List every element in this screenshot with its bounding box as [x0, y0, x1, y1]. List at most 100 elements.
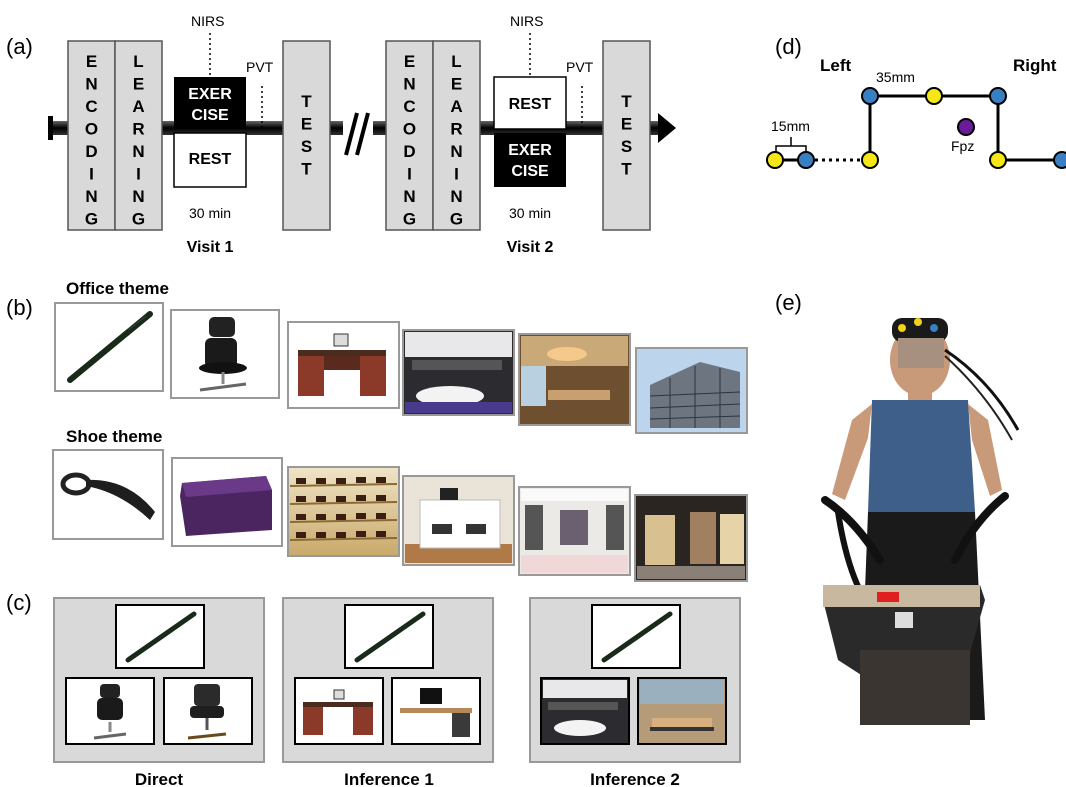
source-optode [989, 87, 1007, 105]
short-source-optode [797, 151, 815, 169]
condition-inference2-label: Inference 2 [590, 770, 680, 787]
learning-letter: A [132, 97, 144, 116]
detector-optode [925, 87, 943, 105]
encoding-letter: N [85, 75, 97, 94]
learning-letter: N [450, 187, 462, 206]
visit2-rest-label: REST [509, 96, 552, 113]
office-chair-image [170, 309, 280, 399]
visit2-pvt-label: PVT [566, 59, 594, 75]
learning-letter: E [133, 75, 144, 94]
learning-letter: R [450, 120, 462, 139]
visit1-pvt-label: PVT [246, 59, 274, 75]
office-openspace-image [402, 329, 515, 416]
encoding-letter: D [85, 142, 97, 161]
test-letter: S [301, 137, 312, 156]
visit1-rest-box: REST [173, 132, 247, 188]
short-detector-optode [766, 151, 784, 169]
encoding-letter: E [86, 52, 97, 71]
visit2-exercise-line2: CISE [511, 163, 549, 180]
learning-letter: I [136, 165, 141, 184]
test-letter: S [621, 137, 632, 156]
learning-letter: L [133, 52, 143, 71]
visit1-exercise-line2: CISE [191, 107, 229, 124]
visit2-duration: 30 min [509, 205, 551, 221]
shoe-store-front-image [634, 494, 748, 582]
encoding-letter: G [85, 210, 98, 229]
office-building-image [635, 347, 748, 434]
visit2-label: Visit 2 [507, 239, 554, 256]
source-optode [861, 87, 879, 105]
condition-direct-panel [53, 597, 265, 763]
condition-inference1-label: Inference 1 [344, 770, 434, 787]
detector-optode [861, 151, 879, 169]
encoding-letter: N [85, 187, 97, 206]
office-meeting-room-image [518, 333, 631, 426]
learning-letter: L [451, 52, 461, 71]
learning-letter: E [451, 75, 462, 94]
office-theme-title: Office theme [66, 279, 169, 298]
visit1-rest-label: REST [189, 151, 232, 168]
encoding-letter: N [403, 187, 415, 206]
detector-optode [989, 151, 1007, 169]
encoding-letter: E [404, 52, 415, 71]
encoding-letter: I [89, 165, 94, 184]
test-letter: T [621, 160, 632, 179]
office-desk-image [287, 321, 400, 409]
montage-right-label: Right [1013, 56, 1057, 75]
fpz-label: Fpz [951, 138, 974, 154]
visit2-rest-box: REST [493, 76, 567, 130]
shoe-shelves-image [287, 466, 400, 557]
source-optode [1053, 151, 1066, 169]
visit1-label: Visit 1 [187, 239, 234, 256]
montage-spacing-long: 35mm [876, 69, 915, 85]
visit1-nirs-label: NIRS [191, 13, 224, 29]
learning-letter: R [132, 120, 144, 139]
visit2-exercise-box: EXER CISE [494, 133, 566, 187]
test-letter: E [621, 115, 632, 134]
visit1-duration: 30 min [189, 205, 231, 221]
montage-left-label: Left [820, 56, 852, 75]
encoding-letter: N [403, 75, 415, 94]
test-letter: T [621, 92, 632, 111]
test-letter: T [301, 160, 312, 179]
visit1-exercise-box: EXER CISE [174, 77, 246, 129]
panel-label-c: (c) [6, 590, 32, 615]
encoding-letter: O [403, 120, 416, 139]
shoe-store-interior-image [518, 486, 631, 576]
visit1-exercise-line1: EXER [188, 86, 232, 103]
visit2-exercise-line1: EXER [508, 142, 552, 159]
condition-direct-label: Direct [135, 770, 184, 787]
shoe-horn-image [52, 449, 164, 540]
encoding-letter: G [403, 210, 416, 229]
test-letter: T [301, 92, 312, 111]
panel-label-b: (b) [6, 295, 33, 320]
learning-letter: A [450, 97, 462, 116]
encoding-letter: C [85, 97, 97, 116]
store-counter-image [402, 475, 515, 566]
learning-letter: N [450, 142, 462, 161]
panel-label-e: (e) [775, 290, 802, 315]
panel-label-a: (a) [6, 34, 33, 59]
visit2-nirs-label: NIRS [510, 13, 543, 29]
encoding-letter: I [407, 165, 412, 184]
office-pen-image [54, 302, 164, 392]
montage-spacing-short: 15mm [771, 118, 810, 134]
learning-letter: G [450, 210, 463, 229]
time-break-mark [343, 112, 373, 156]
encoding-letter: C [403, 97, 415, 116]
condition-inference1-panel [282, 597, 494, 763]
panel-label-d: (d) [775, 34, 802, 59]
ottoman-image [171, 457, 283, 547]
learning-letter: I [454, 165, 459, 184]
encoding-letter: D [403, 142, 415, 161]
condition-inference2-panel [529, 597, 741, 763]
encoding-letter: O [85, 120, 98, 139]
test-letter: E [301, 115, 312, 134]
optode-montage [766, 87, 1066, 169]
learning-letter: N [132, 187, 144, 206]
shoe-theme-title: Shoe theme [66, 427, 162, 446]
